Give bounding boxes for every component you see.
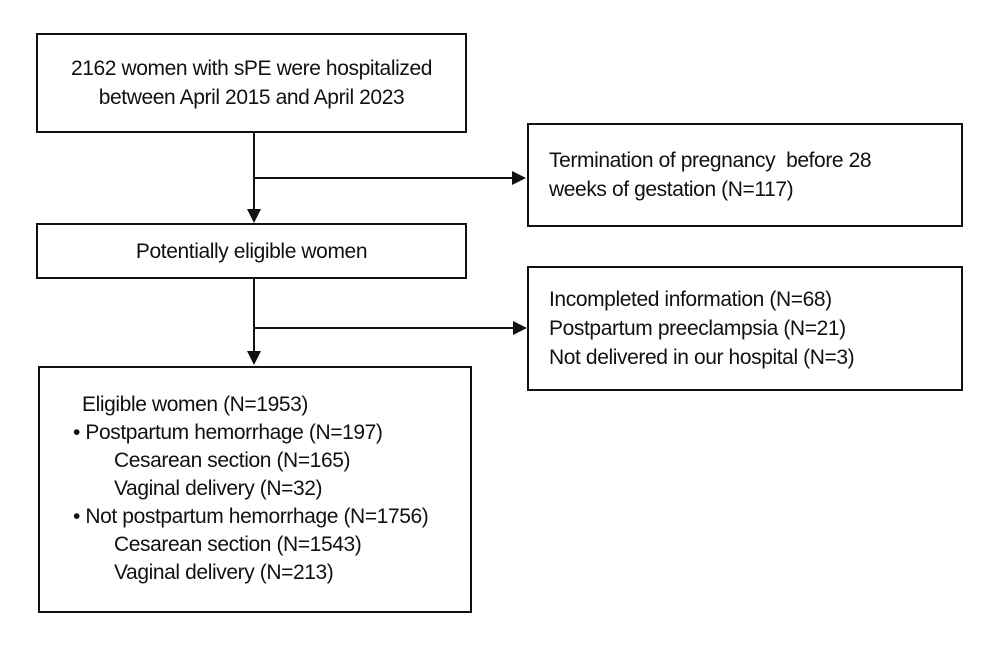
box-text-line: Potentially eligible women — [135, 239, 368, 263]
box-exclusion-termination: Termination of pregnancy before 28 weeks… — [527, 123, 963, 227]
box-text-line: Cesarean section (N=1543) — [114, 533, 362, 556]
box-hospitalized-women: 2162 women with sPE were hospitalized be… — [36, 33, 467, 133]
arrowhead-down-icon — [247, 209, 261, 223]
box-text-line: Vaginal delivery (N=213) — [114, 561, 334, 584]
arrowhead-right-icon — [513, 321, 527, 335]
box-eligible-women: Eligible women (N=1953) • Postpartum hem… — [38, 366, 472, 613]
box-text-line: Cesarean section (N=165) — [114, 449, 351, 472]
box-exclusion-other: Incompleted information (N=68) Postpartu… — [527, 266, 963, 391]
box-text-line: 2162 women with sPE were hospitalized — [70, 57, 433, 80]
box-text-line: Incompleted information (N=68) — [549, 288, 832, 311]
arrowhead-right-icon — [512, 171, 526, 185]
box-text-line: weeks of gestation (N=117) — [549, 178, 794, 201]
arrowhead-down-icon — [247, 351, 261, 365]
box-text-line: Not delivered in our hospital (N=3) — [549, 346, 855, 369]
box-text-line: Eligible women (N=1953) — [82, 393, 309, 416]
box-potentially-eligible: Potentially eligible women — [36, 223, 467, 279]
box-text-line: Postpartum preeclampsia (N=21) — [549, 317, 846, 340]
box-text-line: • Postpartum hemorrhage (N=197) — [73, 421, 383, 444]
box-text-line: • Not postpartum hemorrhage (N=1756) — [73, 505, 429, 528]
box-text-line: Termination of pregnancy before 28 — [549, 149, 872, 172]
box-text-line: Vaginal delivery (N=32) — [114, 477, 323, 500]
box-text-line: between April 2015 and April 2023 — [98, 86, 405, 109]
